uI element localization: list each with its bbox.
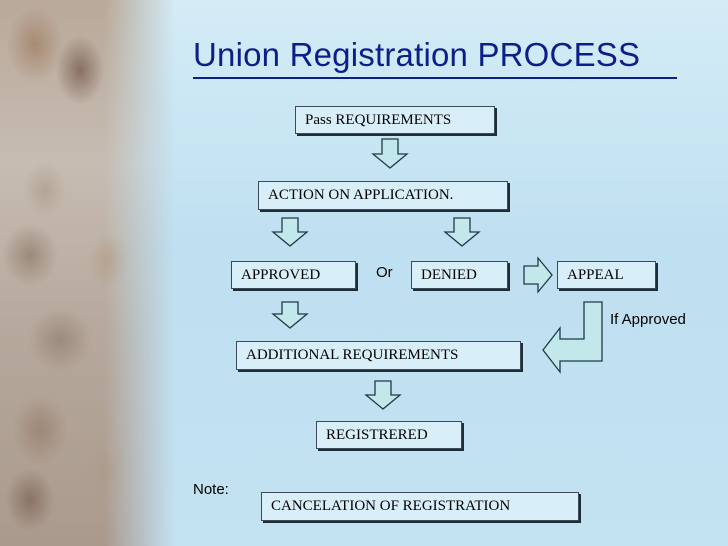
additional-requirements-box: ADDITIONAL REQUIREMENTS: [236, 341, 521, 370]
photo-collage-sidebar: [0, 0, 175, 546]
arrow-elbow-left-icon: [542, 301, 603, 374]
arrow-down-icon: [271, 217, 309, 247]
registered-box: REGISTRERED: [316, 421, 462, 449]
arrow-down-icon: [271, 301, 309, 329]
arrow-right-icon: [523, 256, 553, 294]
slide-title: Union Registration PROCESS: [193, 36, 641, 73]
cancelation-box: CANCELATION OF REGISTRATION: [261, 492, 579, 521]
pass-requirements-box: Pass REQUIREMENTS: [295, 106, 495, 134]
action-on-application-box: ACTION ON APPLICATION.: [258, 181, 508, 210]
arrow-down-icon: [371, 138, 409, 169]
arrow-down-icon: [443, 217, 481, 247]
appeal-box: APPEAL: [557, 261, 656, 289]
approved-box: APPROVED: [231, 261, 356, 289]
arrow-down-icon: [364, 380, 402, 410]
title-underline: [193, 77, 677, 79]
if-approved-label: If Approved: [610, 311, 686, 328]
or-label: Or: [376, 264, 393, 281]
note-label: Note:: [193, 481, 229, 498]
denied-box: DENIED: [411, 261, 508, 289]
